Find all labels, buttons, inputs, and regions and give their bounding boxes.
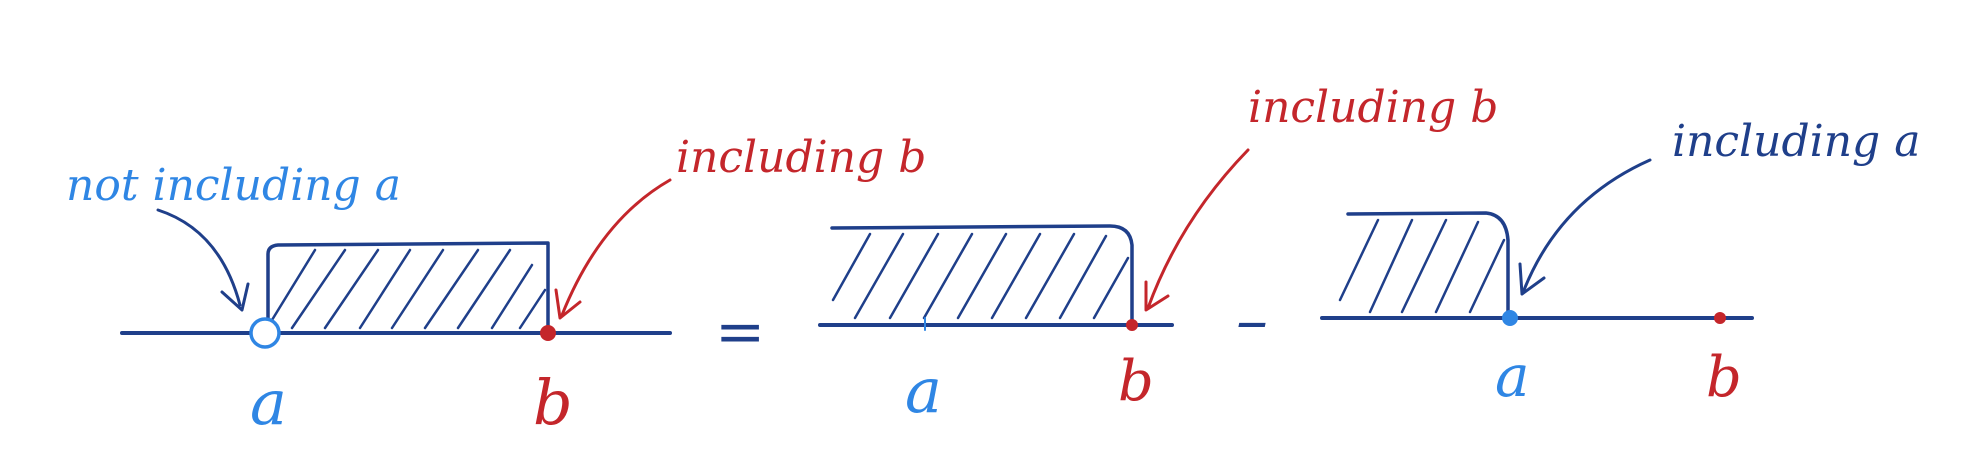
note-including-b-2: including b — [1248, 82, 1498, 133]
endpoint-a-label: a — [905, 354, 942, 427]
note-including-b-1: including b — [676, 132, 926, 183]
equals-operator: = — [715, 297, 765, 367]
interval-hatching — [1338, 218, 1506, 314]
note-including-a: including a — [1672, 116, 1920, 167]
arrow-head-b-1 — [554, 288, 582, 320]
equals-sign: = — [715, 297, 765, 367]
endpoint-a-label: a — [250, 366, 287, 439]
open-point-a — [249, 317, 281, 349]
arrow-to-point-b-1 — [560, 178, 672, 317]
arrow-to-point-a — [156, 208, 242, 307]
arrow-head-b-2 — [1144, 280, 1170, 312]
note-not-including-a: not including a — [66, 160, 401, 211]
interval-hatching — [831, 232, 1130, 320]
minus-sign: – — [1236, 284, 1268, 358]
interval-region-outline — [830, 224, 1134, 327]
panel-up-to-a: a b including a — [1320, 116, 1920, 410]
arrow-to-point-b-2 — [1146, 148, 1250, 310]
interval-hatching — [270, 248, 547, 330]
panel-open-closed-interval: a b not including a including b — [66, 132, 926, 439]
endpoint-a-label: a — [1495, 342, 1530, 410]
endpoint-b-label: b — [533, 366, 573, 439]
endpoint-b-label: b — [1118, 349, 1154, 414]
closed-point-b — [540, 325, 556, 341]
arrow-head-a — [1518, 262, 1546, 296]
interval-region-outline — [1346, 211, 1510, 320]
minus-operator: – — [1236, 284, 1268, 358]
interval-region-outline — [266, 241, 550, 335]
closed-point-b — [1126, 319, 1138, 331]
endpoint-b-label: b — [1706, 345, 1742, 410]
arrow-to-point-a — [1522, 158, 1652, 292]
closed-point-a — [1502, 310, 1518, 326]
panel-up-to-b: a b including b — [818, 82, 1498, 427]
closed-point-b — [1714, 312, 1726, 324]
arrow-head-a — [220, 282, 250, 312]
